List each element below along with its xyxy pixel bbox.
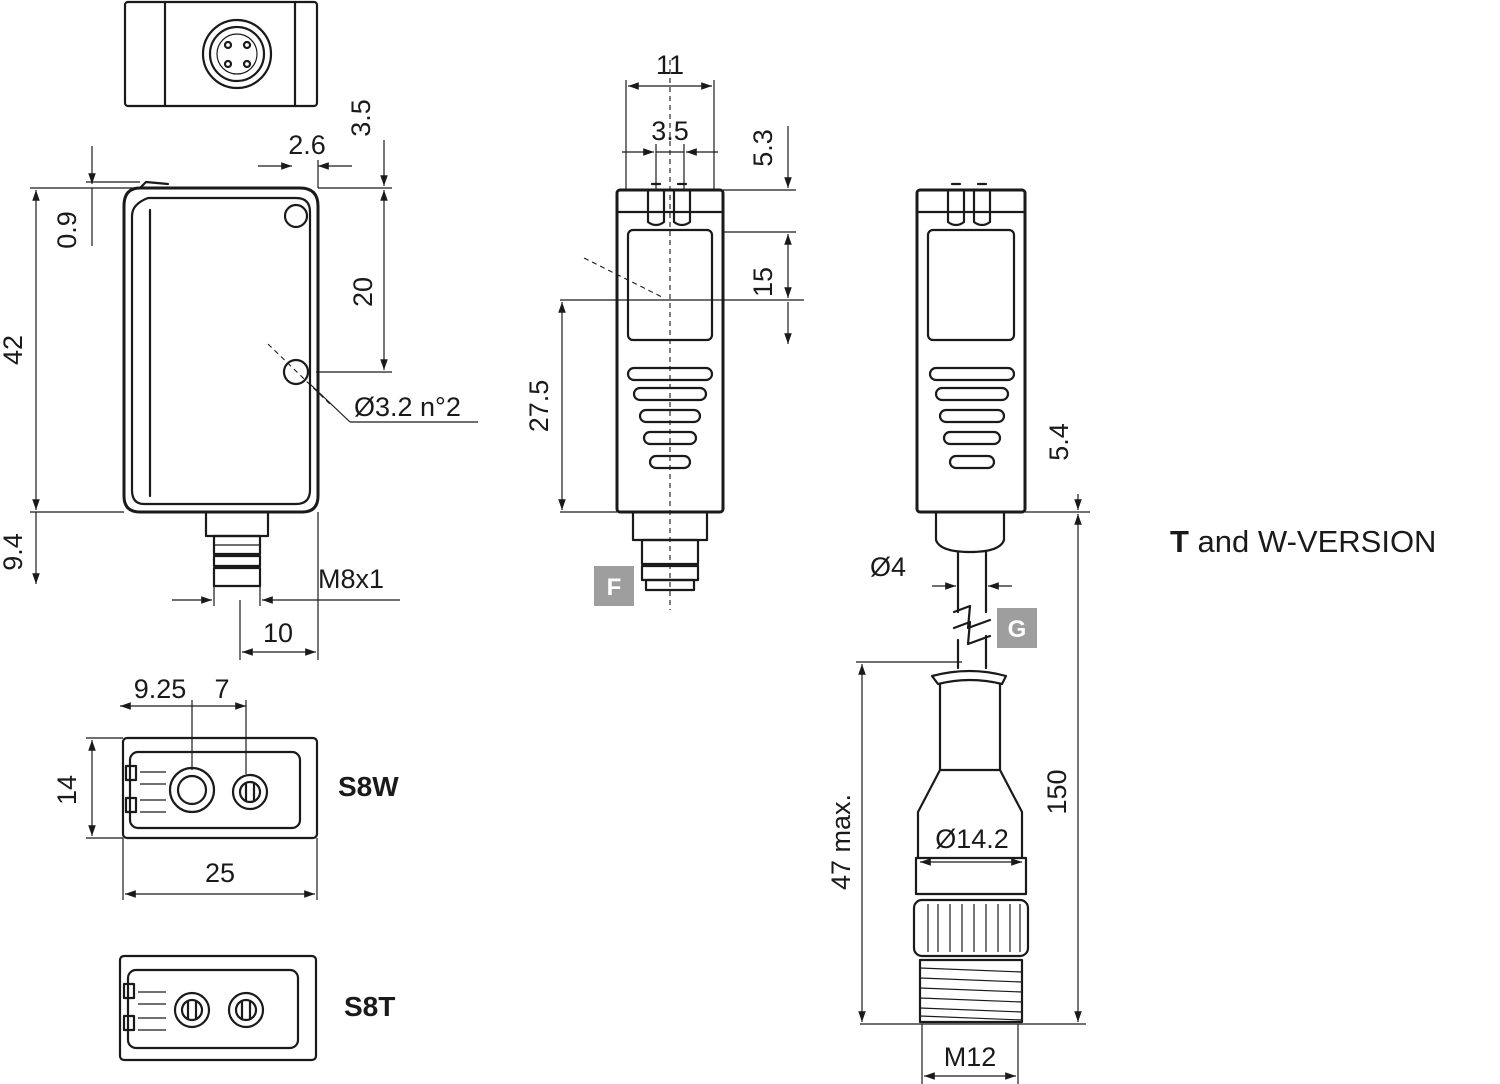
tag-f: F — [594, 566, 634, 606]
side-view — [122, 180, 478, 588]
s8w-view — [121, 736, 319, 840]
tag-g-label: G — [1008, 616, 1027, 643]
front-dimensions — [558, 80, 804, 513]
dim-150: 150 — [1042, 769, 1072, 814]
dim-connector-diameter: Ø14.2 — [935, 824, 1009, 854]
top-view — [123, 0, 319, 108]
dim-3-5-pins: 3.5 — [651, 116, 689, 146]
front-view-f — [583, 60, 725, 610]
version-title-bold: T — [1170, 524, 1189, 559]
tag-f-label: F — [607, 574, 622, 601]
version-title: T and W-VERSION — [1170, 524, 1436, 559]
dim-9-25: 9.25 — [134, 674, 187, 704]
version-title-rest: and W-VERSION — [1189, 524, 1437, 559]
dim-47-max: 47 max. — [826, 794, 856, 890]
dim-m8x1: M8x1 — [318, 564, 384, 594]
dim-side-3-5: 3.5 — [346, 99, 376, 137]
dim-7: 7 — [214, 674, 229, 704]
cable-view-g — [912, 182, 1030, 1024]
dim-cable-diameter: Ø4 — [870, 552, 906, 582]
dim-42: 42 — [0, 335, 28, 365]
dim-25: 25 — [205, 858, 235, 888]
dim-5-4: 5.4 — [1044, 423, 1074, 461]
s8t-view — [118, 954, 318, 1062]
dim-hole: Ø3.2 n°2 — [354, 392, 461, 422]
dim-9-4: 9.4 — [0, 533, 28, 571]
dim-20: 20 — [348, 277, 378, 307]
cable-dimensions — [856, 494, 1090, 1084]
dim-m12: M12 — [944, 1042, 997, 1072]
dim-5-3: 5.3 — [748, 129, 778, 167]
dim-15: 15 — [748, 267, 778, 297]
dim-27-5: 27.5 — [524, 380, 554, 433]
tag-g: G — [997, 608, 1037, 648]
dim-2-6: 2.6 — [288, 130, 326, 160]
dim-0-9: 0.9 — [52, 211, 82, 249]
label-s8w: S8W — [338, 771, 399, 802]
dim-14: 14 — [52, 775, 82, 805]
dim-11: 11 — [656, 50, 684, 80]
s8w-dimensions — [86, 700, 318, 900]
side-dimensions — [30, 140, 400, 660]
dim-10: 10 — [263, 618, 293, 648]
label-s8t: S8T — [344, 991, 395, 1022]
